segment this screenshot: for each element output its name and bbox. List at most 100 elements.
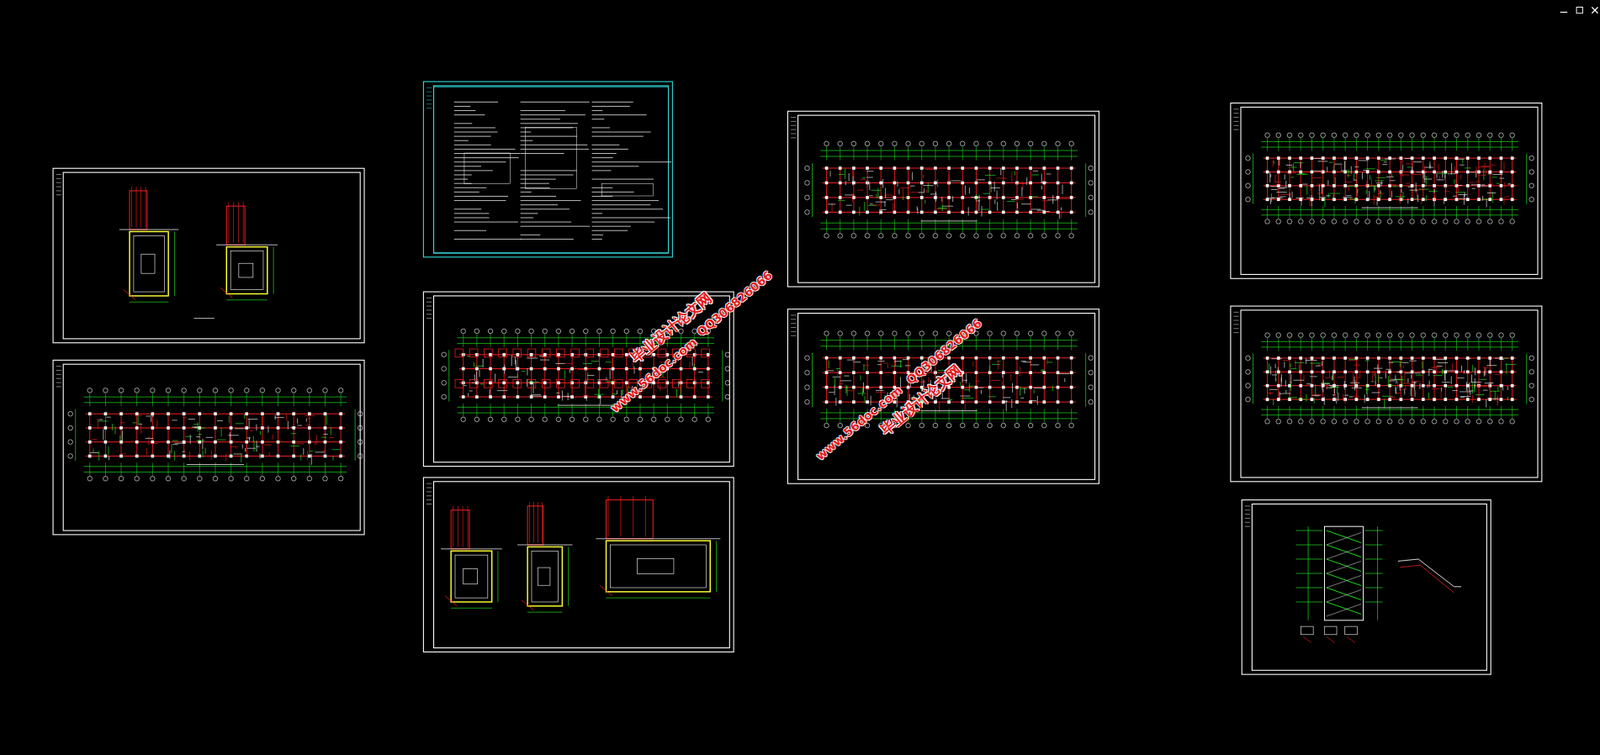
rebar-mark bbox=[990, 184, 992, 192]
axis-bubble bbox=[1387, 419, 1393, 425]
rebar-mark bbox=[868, 195, 874, 197]
rebar-mark bbox=[1022, 361, 1032, 363]
rebar-mark bbox=[489, 389, 491, 397]
title-block-line bbox=[426, 99, 432, 101]
title-block-line bbox=[790, 125, 796, 127]
column-mark bbox=[339, 455, 343, 459]
rebar-mark bbox=[1507, 183, 1511, 185]
column-mark bbox=[244, 440, 249, 445]
axis-line bbox=[199, 393, 201, 408]
axis-bubble bbox=[1465, 219, 1471, 225]
rebar-mark bbox=[1062, 185, 1064, 195]
footing-outline bbox=[527, 546, 562, 606]
dimension-line bbox=[567, 546, 569, 606]
rebar-mark bbox=[846, 205, 853, 207]
column-mark bbox=[1015, 400, 1019, 404]
rebar-mark bbox=[517, 374, 519, 378]
axis-line bbox=[152, 462, 154, 477]
footing-inner bbox=[609, 545, 706, 589]
rebar-mark bbox=[528, 381, 539, 383]
rebar-mark bbox=[1064, 378, 1065, 382]
rebar-mark bbox=[1480, 184, 1485, 186]
rebar-mark bbox=[92, 439, 98, 440]
column-mark bbox=[1443, 156, 1447, 160]
pile-cap bbox=[657, 379, 667, 388]
note-text-line bbox=[454, 165, 482, 167]
rebar-mark bbox=[1017, 202, 1018, 209]
rebar-mark bbox=[1321, 169, 1323, 174]
rebar-mark bbox=[858, 206, 860, 216]
rebar-mark bbox=[1438, 164, 1440, 171]
axis-line bbox=[894, 219, 896, 234]
rebar-mark bbox=[1021, 203, 1032, 205]
column-mark bbox=[947, 400, 951, 404]
axis-bubble bbox=[1069, 331, 1075, 337]
axis-bubble bbox=[1465, 132, 1471, 138]
column-mark bbox=[570, 367, 574, 371]
axis-bubble bbox=[892, 141, 898, 147]
pile-cap bbox=[498, 349, 508, 358]
rebar-mark bbox=[863, 388, 871, 390]
axis-line bbox=[1489, 137, 1491, 151]
rebar-mark bbox=[910, 191, 920, 193]
axis-bubble bbox=[357, 454, 363, 460]
rebar-mark bbox=[1407, 198, 1409, 204]
rebar-mark bbox=[991, 364, 1001, 366]
rebar-mark bbox=[832, 376, 842, 378]
rebar-mark bbox=[1488, 173, 1493, 175]
axis-bubble bbox=[291, 387, 297, 393]
rebar-mark bbox=[972, 361, 974, 367]
rebar-mark bbox=[970, 196, 980, 198]
rebar-mark bbox=[689, 361, 691, 369]
axis-bubble bbox=[68, 411, 74, 417]
pile-cap bbox=[599, 349, 609, 358]
rebar-mark bbox=[1347, 169, 1349, 178]
rebar-mark bbox=[121, 453, 127, 455]
column-mark bbox=[974, 370, 979, 375]
rebar-mark bbox=[1381, 180, 1383, 186]
axis-line bbox=[1511, 137, 1513, 151]
axis-line bbox=[852, 146, 854, 160]
column-mark bbox=[1028, 211, 1033, 215]
column-mark bbox=[1377, 184, 1381, 188]
beam-line bbox=[867, 355, 869, 404]
pile-cap bbox=[527, 379, 536, 388]
rebar-mark bbox=[884, 201, 885, 207]
rebar-mark bbox=[593, 394, 604, 396]
rebar-mark bbox=[1483, 185, 1489, 187]
sheet-frame bbox=[434, 482, 731, 649]
rebar-mark bbox=[1285, 180, 1287, 188]
column-mark bbox=[988, 166, 992, 170]
rebar-mark bbox=[1293, 162, 1304, 164]
axis-line bbox=[1300, 338, 1302, 351]
pile-cap bbox=[571, 379, 580, 388]
axis-line bbox=[1356, 406, 1357, 419]
column-mark bbox=[1366, 184, 1370, 188]
rebar-mark bbox=[969, 187, 970, 194]
rebar-mark bbox=[924, 200, 926, 205]
rebar-mark bbox=[877, 364, 881, 366]
column-mark bbox=[151, 440, 155, 445]
beam-line bbox=[1400, 356, 1402, 403]
column-mark bbox=[1276, 170, 1281, 175]
axis-line bbox=[1456, 206, 1457, 219]
axis-bubble bbox=[987, 141, 993, 147]
rebar-mark bbox=[259, 453, 260, 459]
leader-line bbox=[220, 287, 234, 298]
beam-line bbox=[530, 353, 532, 400]
rebar-mark bbox=[870, 190, 881, 191]
rebar-mark bbox=[248, 418, 259, 420]
rebar-mark bbox=[975, 194, 977, 200]
column-mark bbox=[461, 395, 466, 399]
column-mark bbox=[1042, 196, 1046, 200]
rebar-mark bbox=[1362, 169, 1370, 171]
beam-line bbox=[1300, 156, 1302, 202]
dimension-line bbox=[226, 299, 268, 301]
rebar-mark bbox=[1019, 386, 1021, 397]
axis-bubble bbox=[805, 165, 811, 171]
axis-line bbox=[585, 333, 587, 348]
column-mark bbox=[307, 412, 312, 416]
pile-cap bbox=[483, 349, 493, 358]
pile-cap bbox=[469, 349, 478, 358]
rebar-mark bbox=[1396, 171, 1406, 173]
